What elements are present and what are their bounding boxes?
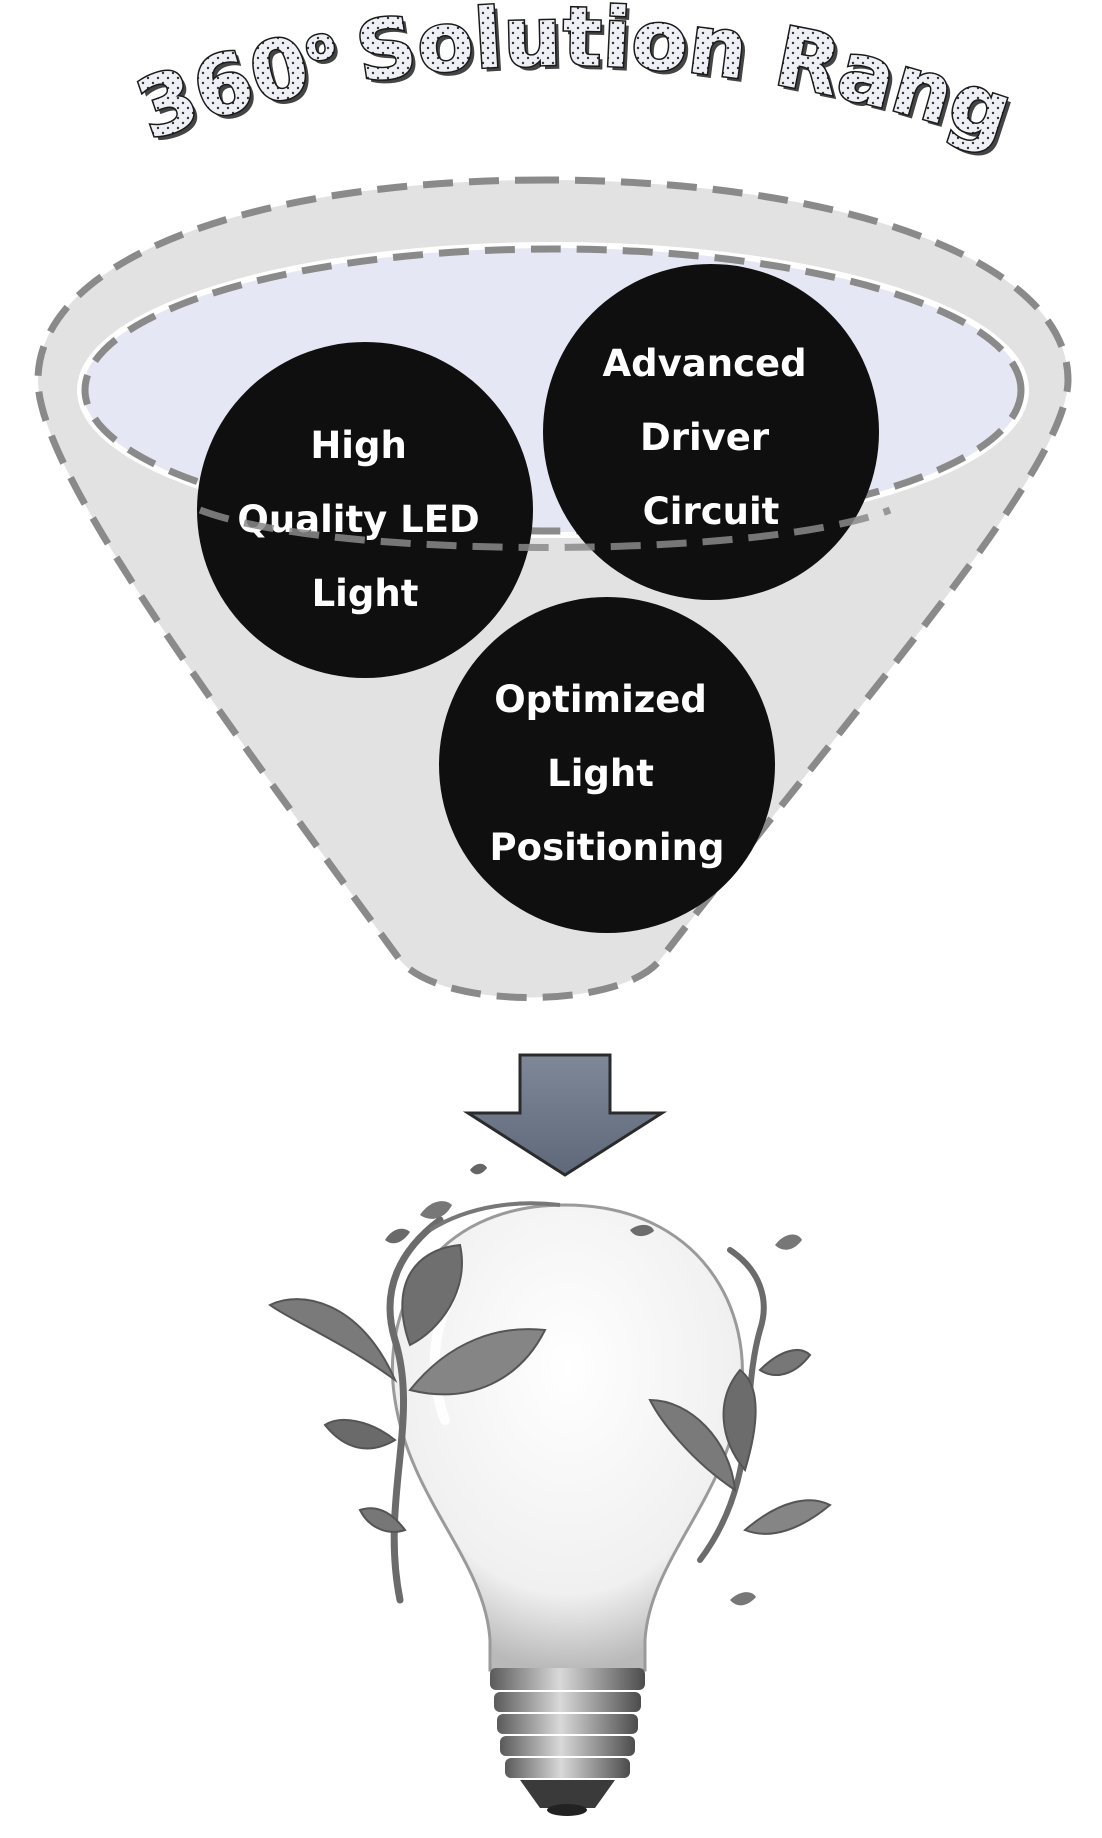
circle-label-line: Light: [547, 752, 654, 795]
eco-lightbulb-icon: [268, 1163, 832, 1816]
circle-label-line: Advanced: [603, 342, 807, 385]
circle-advanced-driver-circuit: Advanced Driver Circuit: [543, 264, 879, 600]
down-arrow-icon: [462, 1053, 668, 1177]
circle-label-line: Quality LED: [237, 498, 479, 541]
circle-high-quality-led-light: High Quality LED Light: [197, 342, 533, 678]
circle-label-line: High: [310, 424, 406, 467]
svg-text:Optimized Light: Optimized Light Positioning: [490, 678, 725, 869]
circle-optimized-light-positioning: Optimized Light Positioning: [439, 597, 775, 933]
circle-label-line: Circuit: [643, 490, 780, 533]
circle-label-line: Optimized: [494, 678, 707, 721]
solution-circles: High Quality LED Light Advanced Driver C…: [197, 264, 892, 933]
svg-text:High Quality LED: High Quality LED Light: [237, 424, 492, 615]
svg-text:Advanced Driver: Advanced Driver Circuit: [603, 342, 820, 533]
circle-label-line: Driver: [640, 416, 770, 459]
circle-label-line: Light: [312, 572, 419, 615]
circle-label-line: Positioning: [490, 826, 725, 869]
